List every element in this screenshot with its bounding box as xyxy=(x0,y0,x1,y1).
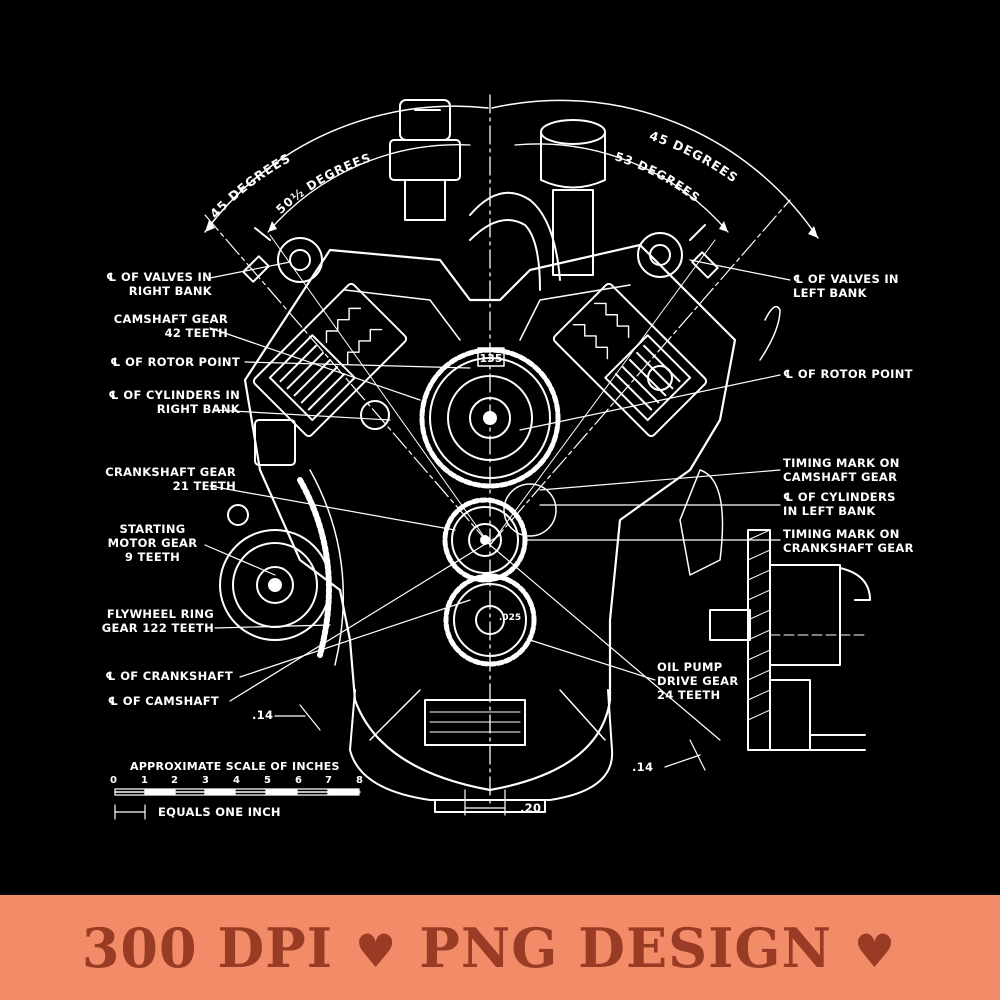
oil-strainer xyxy=(424,699,526,746)
crankshaft-gear-21-teeth xyxy=(442,497,528,583)
leader-lines-left xyxy=(204,261,501,702)
left-bank-centerline xyxy=(204,214,491,546)
label-rotor-point-left: ℄ OF ROTOR POINT xyxy=(110,355,240,369)
label-crankshaft-centerline: ℄ OF CRANKSHAFT xyxy=(105,669,233,683)
arc-50-left xyxy=(267,144,471,233)
label-crankshaft-gear: CRANKSHAFT GEAR 21 TEETH xyxy=(105,465,236,493)
scale-tick: 8 xyxy=(356,775,364,786)
scale-tick: 1 xyxy=(141,775,149,786)
label-starting-motor-gear: STARTING MOTOR GEAR 9 TEETH xyxy=(107,522,198,564)
left-bank-cylinder xyxy=(552,282,708,438)
intake-pipe xyxy=(469,191,561,291)
label-valves-right-bank: ℄ OF VALVES IN RIGHT BANK xyxy=(106,270,212,298)
scale-bar xyxy=(114,788,361,820)
label-camshaft-centerline: ℄ OF CAMSHAFT xyxy=(107,694,219,708)
scale-tick: 4 xyxy=(233,775,241,786)
gear-mark-text: .025 xyxy=(499,613,521,623)
dimension-marks xyxy=(274,704,706,816)
arc-53-right xyxy=(514,143,729,233)
heart-icon: ♥ xyxy=(853,923,897,978)
label-timing-mark-crankshaft: TIMING MARK ON CRANKSHAFT GEAR xyxy=(783,527,914,555)
label-timing-mark-camshaft: TIMING MARK ON CAMSHAFT GEAR xyxy=(783,456,900,484)
leader-lines-right xyxy=(489,259,791,741)
label-valves-left-bank: ℄ OF VALVES IN LEFT BANK xyxy=(793,272,899,300)
label-flywheel-ring-gear: FLYWHEEL RING GEAR 122 TEETH xyxy=(101,607,214,635)
arc-45-right xyxy=(491,99,819,239)
scale-title: APPROXIMATE SCALE OF INCHES xyxy=(130,760,340,773)
pulley-section xyxy=(709,529,871,751)
right-bank-cylinder xyxy=(252,282,408,438)
label-oil-pump-gear: OIL PUMP DRIVE GEAR 24 TEETH xyxy=(657,660,739,702)
scale-tick: 5 xyxy=(264,775,272,786)
angle-135-box xyxy=(477,347,505,367)
angle-135-text: 135 xyxy=(480,352,503,365)
scale-tick: 6 xyxy=(295,775,303,786)
oil-filler-cap xyxy=(540,119,606,276)
engine-blueprint: 45 DEGREES 45 DEGREES 50½ DEGREES 53 DEG… xyxy=(101,94,914,820)
scale-equals-label: EQUALS ONE INCH xyxy=(158,805,281,819)
scale-ticks: 0 1 2 3 4 5 6 7 8 xyxy=(110,774,370,788)
dimension-offset-left: .14 xyxy=(252,708,274,722)
banner-dpi-text: 300 DPI xyxy=(81,915,334,980)
dimension-offset-bottom: .20 xyxy=(520,801,542,815)
camshaft-gear-42-teeth xyxy=(419,347,561,489)
flywheel-ring-gear xyxy=(297,477,332,658)
scale-tick: 0 xyxy=(110,775,118,786)
arc-45-left xyxy=(204,105,489,233)
label-rotor-point-right: ℄ OF ROTOR POINT xyxy=(783,367,913,381)
heart-icon: ♥ xyxy=(355,923,398,978)
scale-tick: 7 xyxy=(325,775,333,786)
label-cylinders-right-bank: ℄ OF CYLINDERS IN RIGHT BANK xyxy=(108,388,240,416)
engine-cross-section-drawing: 45 DEGREES 45 DEGREES 50½ DEGREES 53 DEG… xyxy=(114,94,871,820)
scale-tick: 2 xyxy=(171,775,179,786)
distributor-top xyxy=(389,99,461,221)
dimension-offset-right: .14 xyxy=(632,760,654,774)
starting-motor-gear xyxy=(219,504,331,641)
arc-arrowheads xyxy=(205,220,818,238)
label-cylinders-left-bank: ℄ OF CYLINDERS IN LEFT BANK xyxy=(783,490,896,518)
banner-png-design-text: PNG DESIGN xyxy=(419,915,832,980)
label-camshaft-gear: CAMSHAFT GEAR 42 TEETH xyxy=(113,312,228,340)
valve-caps xyxy=(242,224,719,283)
scale-tick: 3 xyxy=(202,775,210,786)
banner-text: 300 DPI ♥ PNG DESIGN ♥ xyxy=(82,916,918,980)
oil-pan xyxy=(349,689,614,813)
right-bank-centerline xyxy=(489,199,791,546)
promo-banner: 300 DPI ♥ PNG DESIGN ♥ xyxy=(0,895,1000,1000)
oil-pump-drive-gear-24-teeth xyxy=(443,573,537,667)
